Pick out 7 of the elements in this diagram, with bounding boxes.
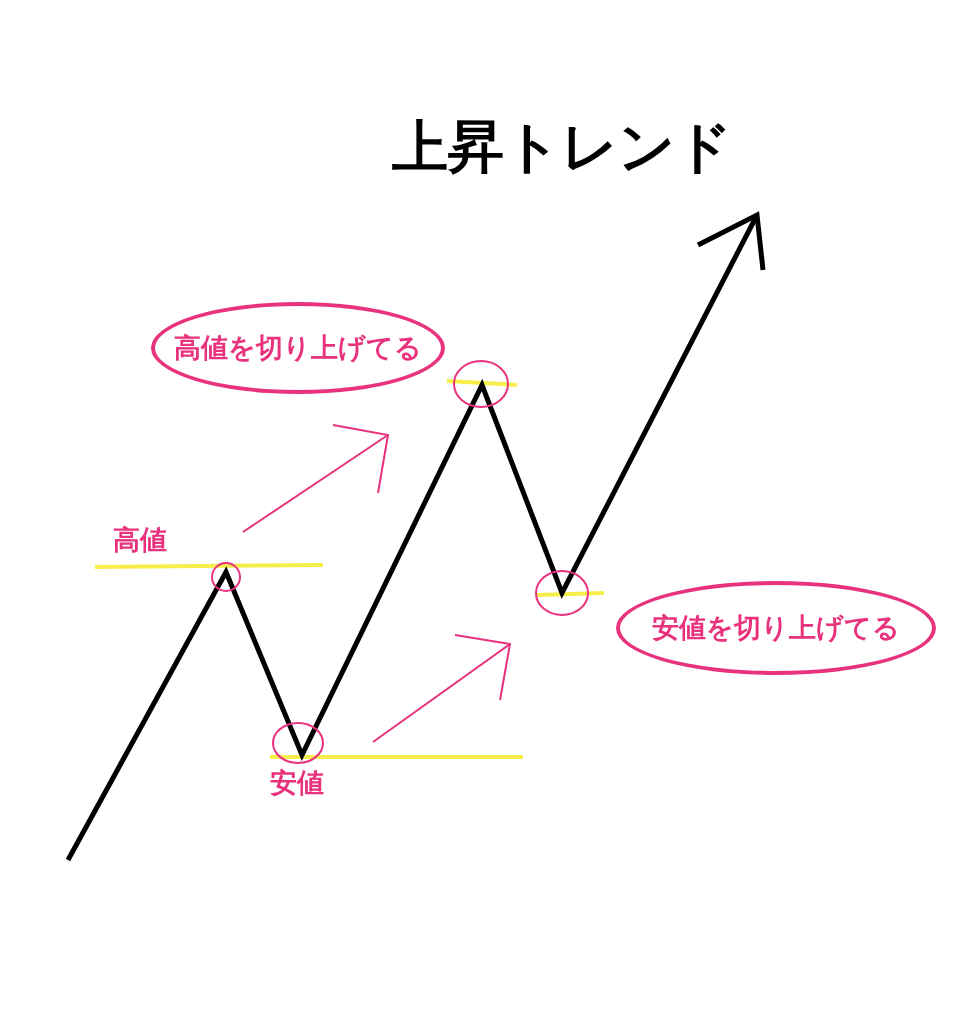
title: 上昇トレンド [392,113,732,181]
point-label: 高値 [113,523,167,557]
callout-ellipse [616,581,936,675]
callout-text: 高値を切り上げてる [174,331,422,365]
point-label: 安値 [270,766,324,800]
callout-ellipse [151,302,445,394]
callout-text: 安値を切り上げてる [652,611,900,645]
